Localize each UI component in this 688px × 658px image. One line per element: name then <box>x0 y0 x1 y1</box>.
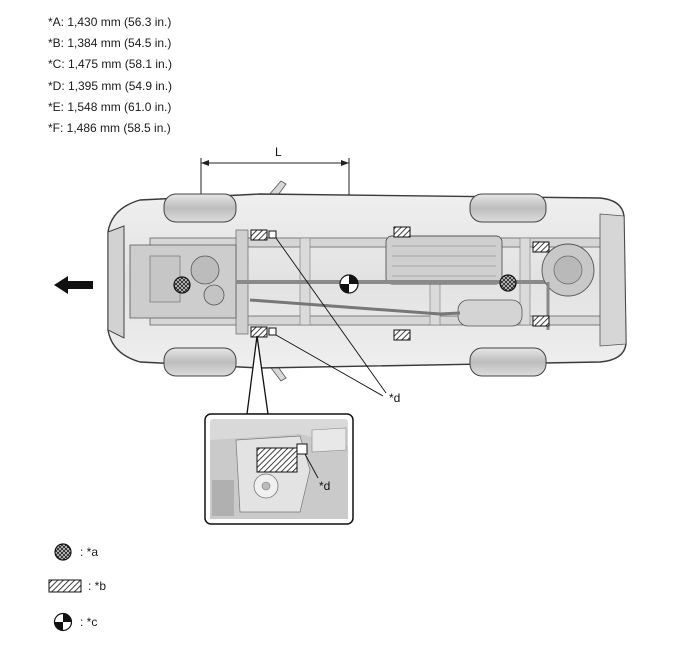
jack-point-rear-marker <box>499 274 517 292</box>
lift-point-middle-right <box>393 329 411 341</box>
inset-callout-d: *d <box>319 479 330 493</box>
front-arrow-icon <box>54 276 93 294</box>
vehicle-body <box>107 180 627 382</box>
center-of-gravity-marker <box>339 274 359 294</box>
legend-row-c: : *c <box>52 612 97 632</box>
hatched-rectangle-icon <box>48 579 82 593</box>
dimension-label: L <box>275 145 282 159</box>
legend-label-a: : *a <box>80 545 99 559</box>
rear-left-tire <box>469 193 547 223</box>
support-point-right <box>268 327 277 336</box>
spec-b: *B: 1,384 mm (54.5 in.) <box>48 36 172 51</box>
spec-e: *E: 1,548 mm (61.0 in.) <box>48 99 172 114</box>
legend-row-a: : *a <box>52 543 98 561</box>
legend-label-c: : *c <box>80 615 98 629</box>
lift-point-front-right <box>250 326 268 338</box>
front-left-tire <box>163 193 237 223</box>
lift-point-rear-right <box>532 315 550 327</box>
lift-point-rear-left <box>532 241 550 253</box>
legend-label-b: : *b <box>88 579 107 593</box>
rear-right-tire <box>469 347 547 377</box>
lift-point-middle-left <box>393 226 411 238</box>
callout-d: *d <box>389 391 400 405</box>
spec-a: *A: 1,430 mm (56.3 in.) <box>48 15 172 29</box>
spec-d: *D: 1,395 mm (54.9 in.) <box>48 78 173 93</box>
spec-f: *F: 1,486 mm (58.5 in.) <box>48 121 171 136</box>
support-point-left <box>268 230 277 239</box>
inset-detail <box>204 413 354 525</box>
front-right-tire <box>163 347 237 377</box>
cross-hatch-circle-icon <box>54 543 72 561</box>
center-of-gravity-icon <box>53 612 73 632</box>
jack-point-front-marker <box>173 276 191 294</box>
specification-list: *A: 1,430 mm (56.3 in.) *B: 1,384 mm (54… <box>48 12 172 139</box>
spec-c: *C: 1,475 mm (58.1 in.) <box>48 57 173 72</box>
legend-row-b: : *b <box>48 578 106 594</box>
lift-point-front-left <box>250 229 268 241</box>
